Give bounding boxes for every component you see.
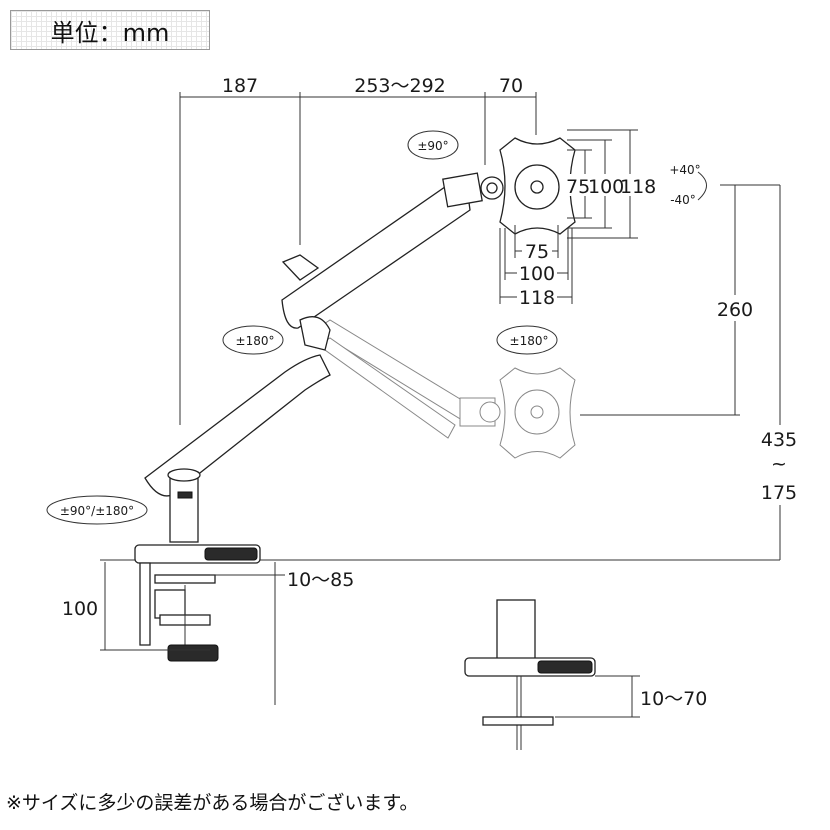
- dim-175: 175: [761, 482, 797, 504]
- vesa-h-118: 118: [519, 287, 555, 309]
- grommet-mount: [464, 599, 640, 750]
- dim-70: 70: [499, 75, 523, 97]
- rot-tilt-up: +40°: [669, 163, 700, 177]
- dim-253-292: 253〜292: [354, 75, 446, 97]
- height-dims: [100, 184, 781, 561]
- rot-tilt-down: -40°: [670, 193, 696, 207]
- dim-clamp-100: 100: [62, 598, 98, 620]
- dim-grommet-range: 10〜70: [640, 688, 707, 710]
- rot-head-swivel: ±90°: [417, 139, 448, 153]
- dim-260: 260: [717, 299, 753, 321]
- rot-head-rotate: ±180°: [510, 334, 549, 348]
- rotation-indicators: [46, 130, 707, 525]
- dim-range-sep: ~: [771, 453, 787, 475]
- footnote: ※サイズに多少の誤差がある場合がございます。: [6, 792, 419, 814]
- dim-435: 435: [761, 429, 797, 451]
- dim-clamp-range: 10〜85: [287, 569, 354, 591]
- top-dimension-lines: [179, 92, 537, 425]
- vesa-v-118: 118: [620, 176, 656, 198]
- rot-elbow: ±180°: [236, 334, 275, 348]
- vesa-v-75: 75: [566, 176, 590, 198]
- monitor-arm: [144, 172, 504, 543]
- vesa-plate: [499, 137, 576, 235]
- desk-clamp: [100, 544, 285, 705]
- lowered-arm-ghost: [314, 319, 576, 459]
- vesa-v-100: 100: [588, 176, 624, 198]
- vesa-h-100: 100: [519, 263, 555, 285]
- unit-label: 単位：mm: [10, 10, 210, 50]
- rot-base: ±90°/±180°: [60, 504, 134, 518]
- dim-187: 187: [222, 75, 258, 97]
- vesa-h-75: 75: [525, 241, 549, 263]
